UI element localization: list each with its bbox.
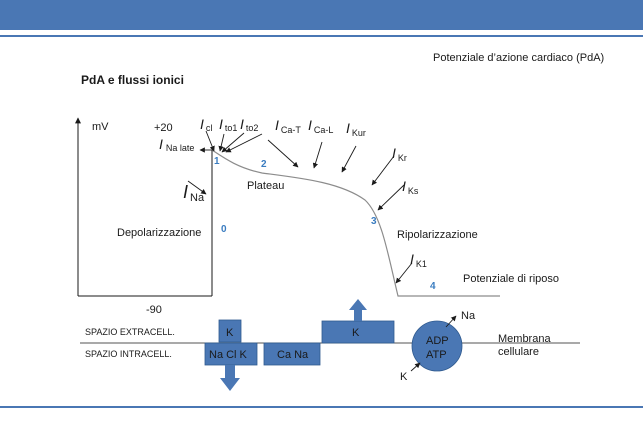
membrane-label-line1: Membrana: [498, 333, 551, 345]
phase-1-number: 1: [214, 156, 220, 167]
slide-title: PdA e flussi ionici: [81, 73, 184, 87]
slide-subtitle: Potenziale d’azione cardiaco (PdA): [433, 52, 605, 64]
k-channel-top-box: [218, 319, 242, 343]
phase-2-number: 2: [261, 159, 267, 170]
na-k-pump-circle: [411, 320, 463, 372]
k-channel-right-label: K: [352, 327, 360, 339]
extracellular-label: SPAZIO EXTRACELL.: [85, 327, 175, 337]
phase-0-number: 0: [221, 224, 227, 235]
efflux-down-arrow: [220, 365, 240, 391]
phase-4-number: 4: [430, 281, 436, 292]
header-bar: [0, 0, 643, 30]
pump-na-arrow: [445, 315, 457, 328]
pump-k-label: K: [400, 371, 408, 383]
footer-divider: [0, 406, 643, 408]
y-axis-unit: mV: [92, 121, 109, 133]
ca-na-exchanger-box: [263, 342, 321, 366]
k-efflux-up-arrow: [349, 299, 367, 321]
phase-repolarization-label: Ripolarizzazione: [397, 229, 478, 241]
intracellular-label: SPAZIO INTRACELL.: [85, 349, 172, 359]
bottom-value-label: -90: [146, 304, 162, 316]
membrane-label-line2: cellulare: [498, 346, 539, 358]
current-arrows: [187, 130, 413, 284]
phase-3-number: 3: [371, 216, 377, 227]
pump-atp-label: ATP: [426, 349, 447, 361]
phase-depolarization-label: Depolarizzazione: [117, 227, 201, 239]
k-channel-top-label: K: [226, 327, 234, 339]
pump-k-arrow: [410, 362, 421, 372]
phase-resting-label: Potenziale di riposo: [463, 273, 559, 285]
pump-adp-label: ADP: [426, 335, 449, 347]
top-value-label: +20: [154, 122, 173, 134]
pump-na-label: Na: [461, 310, 476, 322]
phase-plateau-label: Plateau: [247, 180, 284, 192]
action-potential-curve: [211, 149, 500, 297]
header-divider: [0, 35, 643, 37]
na-cl-k-channel-label: Na Cl K: [209, 349, 248, 361]
ca-na-exchanger-label: Ca Na: [277, 349, 309, 361]
